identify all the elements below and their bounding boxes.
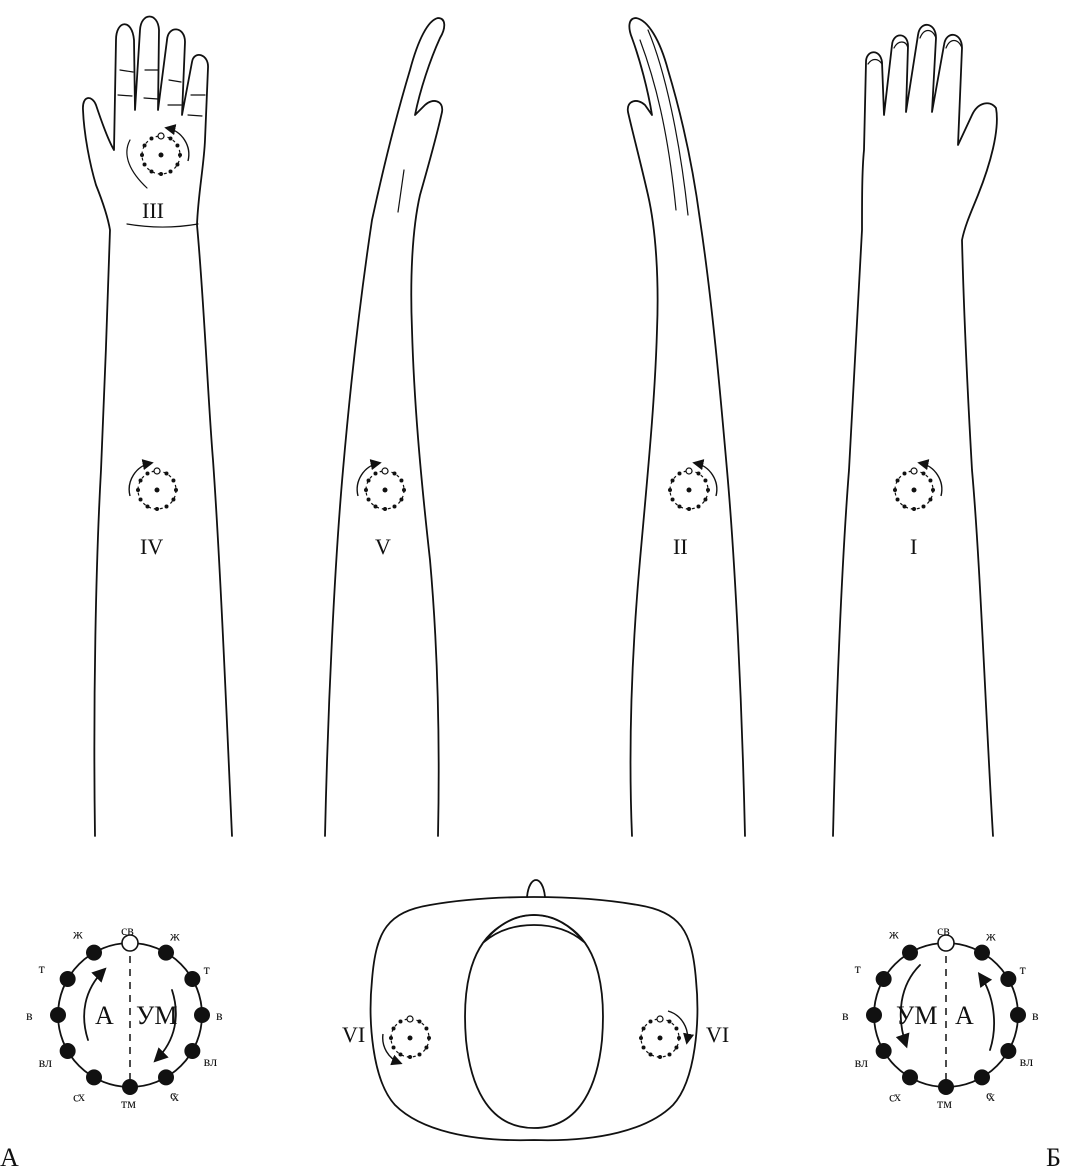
- diagram-a-right-zone: УМ: [136, 1001, 178, 1030]
- diagram-a-left-zone: А: [95, 1001, 114, 1030]
- label-arm3-forearm: II: [673, 534, 688, 559]
- diagram-b-point: [1000, 1043, 1016, 1059]
- diagram-a-label-left: вл: [39, 1056, 52, 1071]
- point-marker-v: [357, 463, 406, 511]
- arm-back-hand: [833, 25, 997, 836]
- label-arm1-hand: III: [142, 198, 164, 223]
- diagram-b-label-right: ж: [985, 929, 996, 944]
- diagram-a-point: [86, 945, 102, 961]
- diagram-a-top: св: [121, 924, 134, 939]
- arm-side-1: [325, 18, 444, 836]
- diagram-b-arrow-right: [980, 975, 994, 1050]
- diagram-b-point: [876, 971, 892, 987]
- diagram-a-label-left: в: [26, 1009, 33, 1024]
- diagram-a-point: [86, 1069, 102, 1085]
- diagram-b-label-left: в: [842, 1009, 849, 1024]
- arm-palm: [83, 17, 232, 837]
- diagram-b-point: [974, 1069, 990, 1085]
- diagram-a-label-left: х: [78, 1090, 85, 1105]
- diagram-b-point: [876, 1043, 892, 1059]
- diagram-b-corner-label: Б: [1046, 1143, 1061, 1169]
- diagram-b-label-right: в: [1032, 1009, 1039, 1024]
- torso-cross-section: [371, 880, 698, 1140]
- point-marker-vi-left: [383, 1016, 431, 1063]
- diagram-a-point: [50, 1007, 66, 1023]
- point-marker-ii: [668, 463, 717, 511]
- diagram-a-label-right: в: [216, 1009, 223, 1024]
- diagram-b-point: [938, 1079, 954, 1095]
- diagram-a-point: [60, 1043, 76, 1059]
- arm-side-2: [628, 18, 745, 836]
- diagram-b-left-zone: УМ: [896, 1001, 938, 1030]
- diagram-b-point: [974, 945, 990, 961]
- diagram-b-bottom: тм: [937, 1097, 952, 1112]
- point-marker-iv: [129, 463, 178, 511]
- diagram-b-label-left: ж: [888, 928, 899, 943]
- point-marker-i: [893, 463, 942, 511]
- point-marker-vi-right: [639, 1011, 687, 1059]
- diagram-b-point: [1010, 1007, 1026, 1023]
- diagram-a-point: [60, 971, 76, 987]
- label-arm2-forearm: V: [375, 534, 391, 559]
- diagram-b-right-zone: А: [955, 1001, 974, 1030]
- diagram-a-label-left: т: [39, 962, 45, 977]
- diagram-a-point: [122, 1079, 138, 1095]
- diagram-a-bottom: тм: [121, 1097, 136, 1112]
- diagram-b-label-left: т: [855, 962, 861, 977]
- diagram-b-label-right: х: [988, 1090, 995, 1105]
- diagram-a-label-right: т: [204, 963, 210, 978]
- diagram-b-point: [1000, 971, 1016, 987]
- diagram-a-label-right: ж: [169, 929, 180, 944]
- diagram-b-point: [902, 1069, 918, 1085]
- diagram-a-label-right: х: [172, 1090, 179, 1105]
- label-arm1-forearm: IV: [140, 534, 163, 559]
- diagram-a-point: [158, 1069, 174, 1085]
- diagram-b-label-left: х: [894, 1090, 901, 1105]
- label-torso-right: VI: [706, 1022, 729, 1047]
- diagram-b-top: св: [937, 924, 950, 939]
- diagram-b-point: [902, 945, 918, 961]
- point-marker-iii: [140, 128, 189, 176]
- diagram-a-corner-label: А: [0, 1143, 19, 1169]
- label-torso-left: VI: [342, 1022, 365, 1047]
- label-arm4-forearm: I: [910, 534, 917, 559]
- diagram-a-label-right: вл: [204, 1055, 217, 1070]
- diagram-a-point: [184, 1043, 200, 1059]
- diagram-b-label-right: вл: [1020, 1055, 1033, 1070]
- diagram-b-point: [866, 1007, 882, 1023]
- diagram-a-point: [184, 971, 200, 987]
- diagram-a-point: [194, 1007, 210, 1023]
- diagram-b-label-left: вл: [855, 1056, 868, 1071]
- diagram-a-point: [158, 945, 174, 961]
- diagram-a-label-left: ж: [72, 928, 83, 943]
- diagram-b-label-right: т: [1020, 963, 1026, 978]
